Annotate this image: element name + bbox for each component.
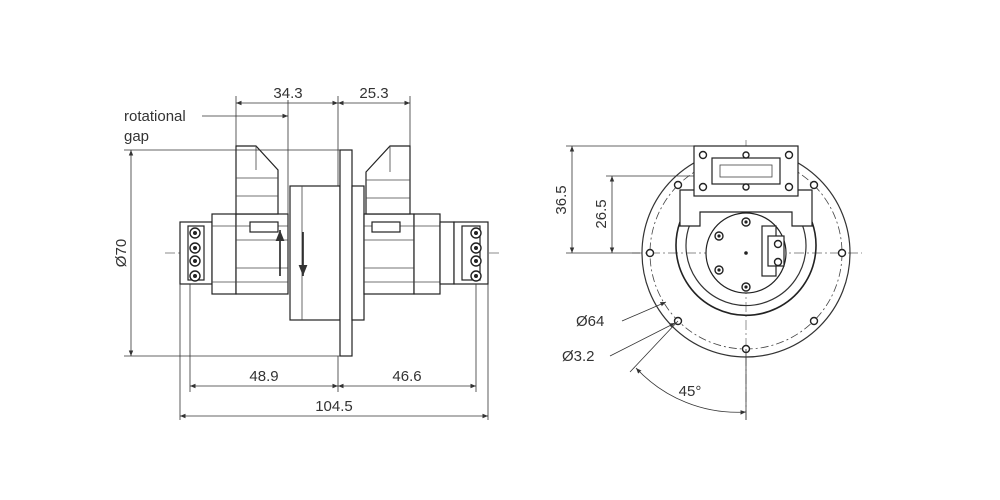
rotational-gap-callout: rotational gap	[124, 108, 288, 145]
hole-icon	[645, 248, 655, 258]
dim-104-5-label: 104.5	[315, 398, 353, 415]
left-housing	[211, 145, 289, 295]
mounting-holes	[645, 180, 847, 354]
bolt-icon	[742, 151, 750, 159]
dim-top: 34.3 25.3	[235, 85, 411, 214]
dim-36-5-label: 36.5	[553, 185, 570, 214]
front-view: 36.5 26.5 Ø64 Ø3.2 45°	[553, 140, 862, 420]
left-flange	[179, 221, 213, 285]
right-flange	[439, 221, 489, 285]
dim-overall: 104.5	[180, 398, 488, 419]
dim-angle-45: 45°	[629, 320, 747, 420]
dim-48-9-label: 48.9	[249, 368, 278, 385]
top-waveguide-flange	[679, 145, 813, 227]
dim-hole-3-2: Ø3.2	[562, 322, 676, 365]
dim-diameter-70: Ø70	[113, 149, 340, 357]
bolt-icon	[784, 150, 794, 160]
central-rotor	[275, 149, 353, 357]
dim-45-label: 45°	[679, 383, 702, 400]
dim-25-3-label: 25.3	[359, 85, 388, 102]
right-housing	[351, 145, 441, 321]
dim-34-3-label: 34.3	[273, 85, 302, 102]
dim-3-2-label: Ø3.2	[562, 348, 595, 365]
hole-icon	[673, 180, 683, 190]
dim-diameter-64: Ø64	[576, 301, 667, 330]
rotational-gap-label-line2: gap	[124, 128, 149, 145]
side-view: 34.3 25.3 rotational gap Ø70 48.9 46.6	[113, 85, 500, 420]
hole-icon	[837, 248, 847, 258]
bolt-icon	[698, 182, 708, 192]
dim-46-6-label: 46.6	[392, 368, 421, 385]
bolt-icon	[784, 182, 794, 192]
dim-bottom: 48.9 46.6	[179, 284, 489, 420]
hole-icon	[809, 316, 819, 326]
rotor-clamp	[761, 225, 785, 277]
dim-26-5-label: 26.5	[593, 199, 610, 228]
bolt-icon	[742, 183, 750, 191]
dim-heights: 36.5 26.5	[553, 145, 694, 254]
dim-70-label: Ø70	[113, 239, 130, 267]
dim-64-label: Ø64	[576, 313, 604, 330]
bolt-icon	[698, 150, 708, 160]
hole-icon	[809, 180, 819, 190]
rotational-gap-label-line1: rotational	[124, 108, 186, 125]
inner-housing-arc	[675, 221, 817, 317]
